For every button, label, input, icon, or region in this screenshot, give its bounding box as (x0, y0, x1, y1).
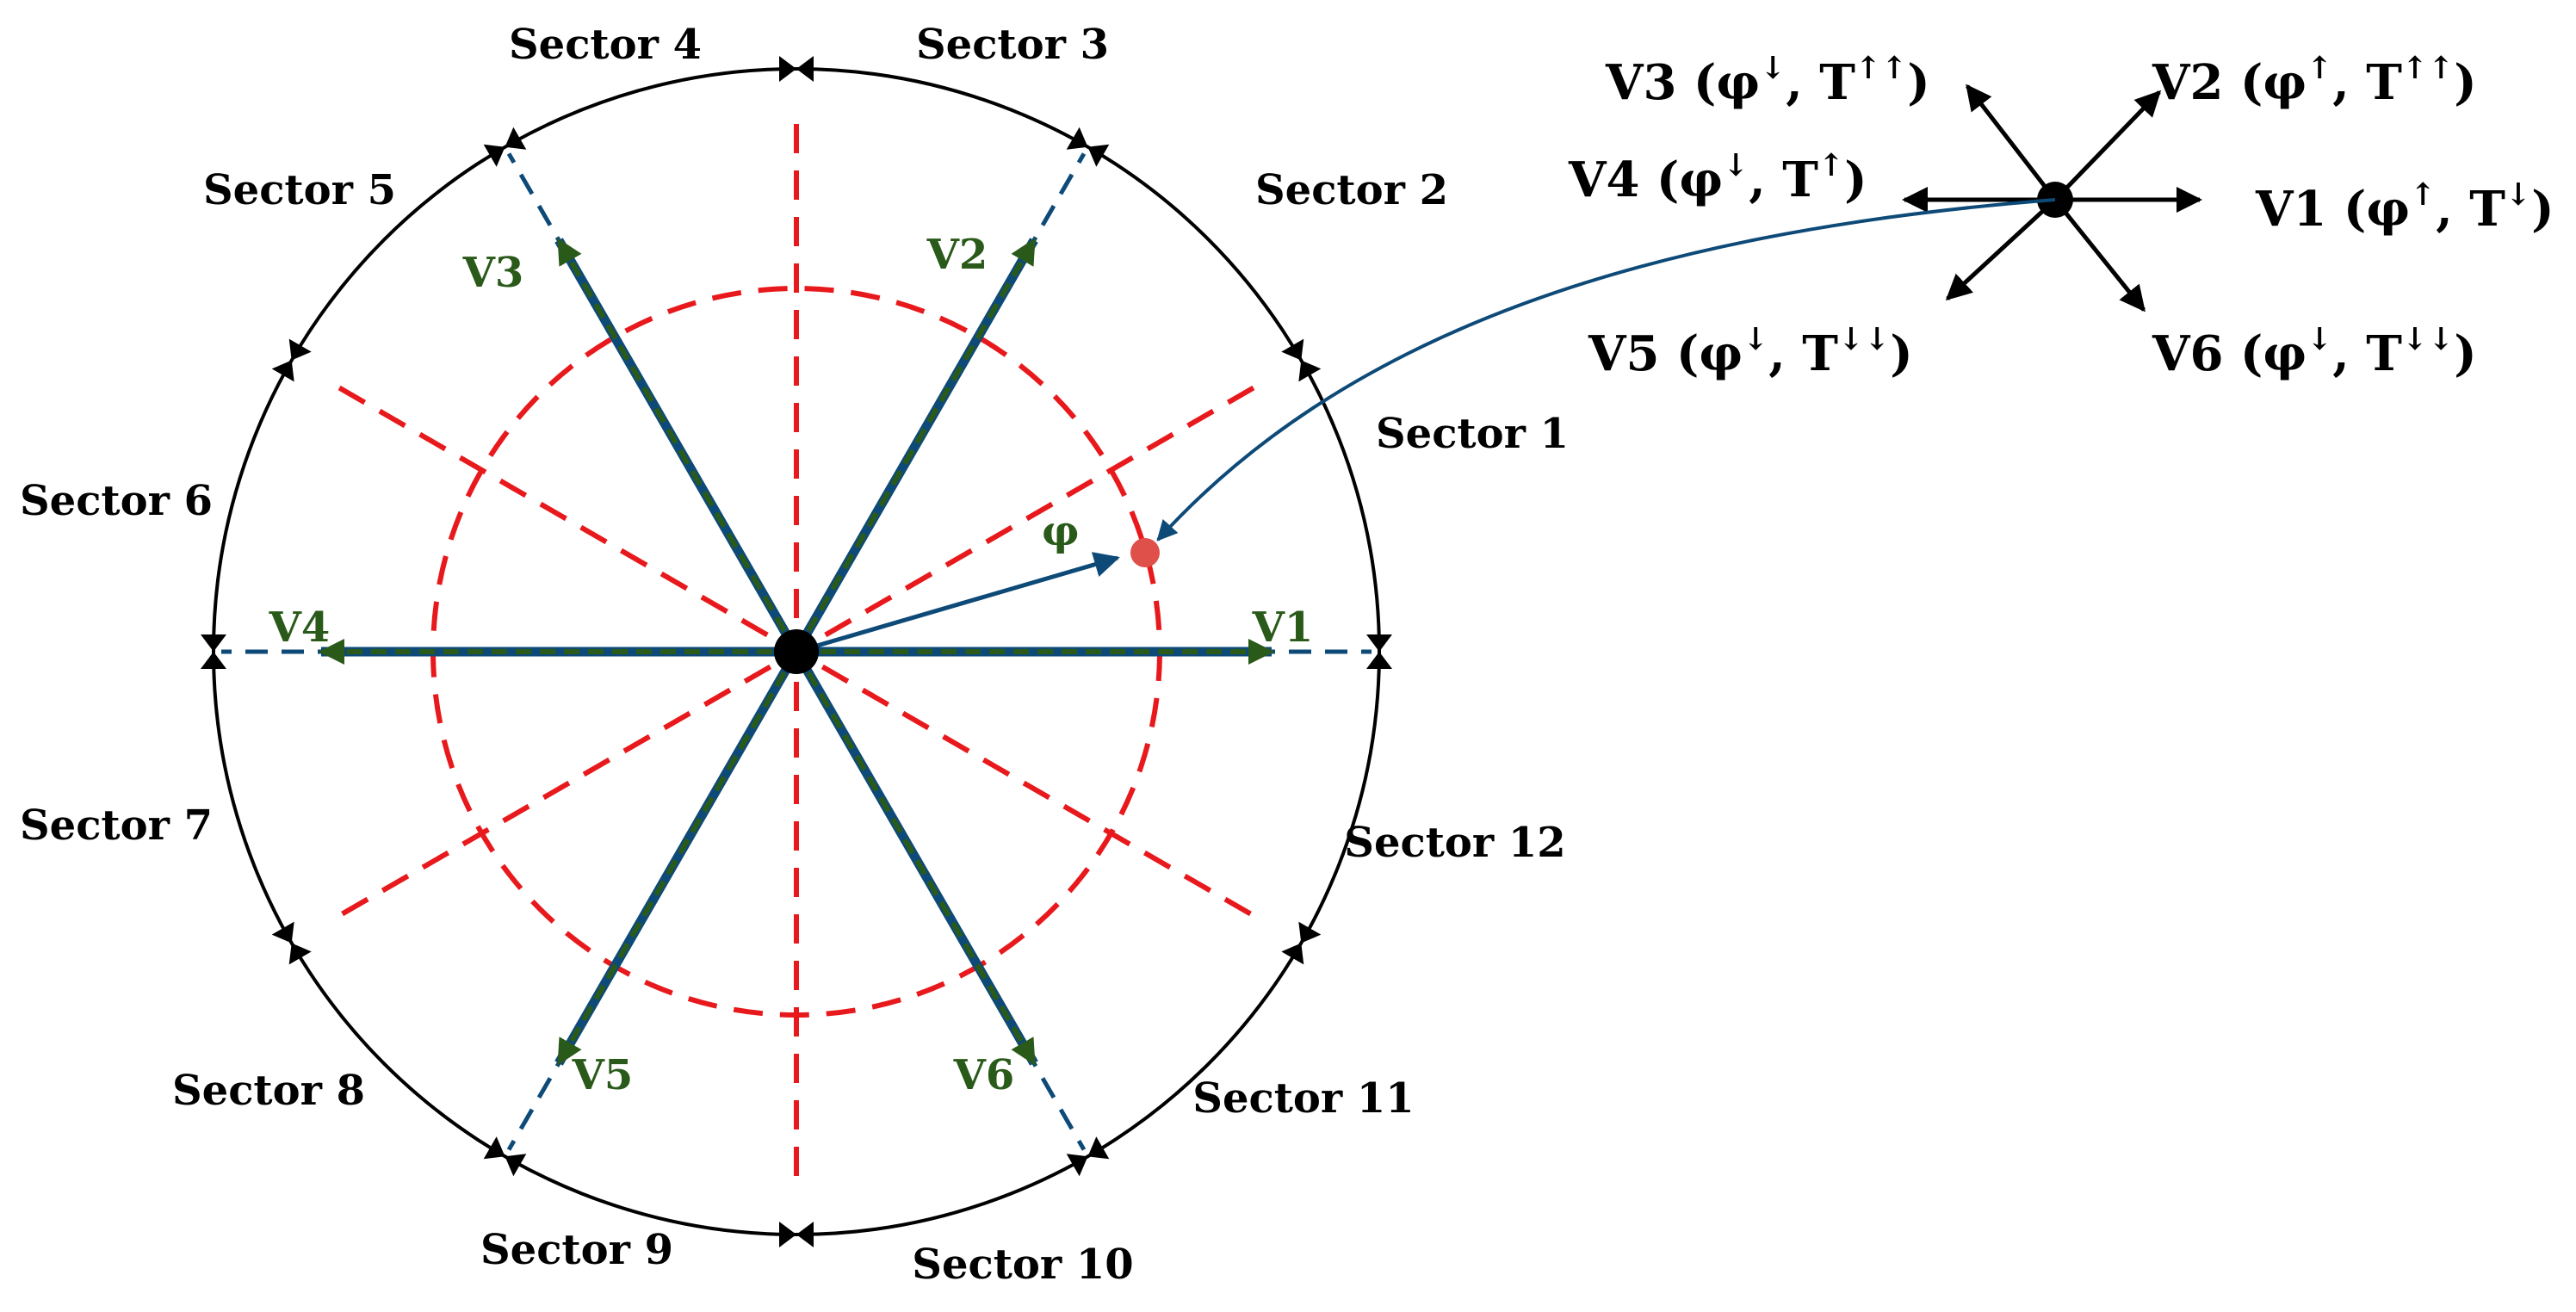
flux-label: φ (1042, 507, 1079, 555)
vector-marker-v2 (1066, 127, 1110, 167)
vector-arrow-v5 (554, 649, 801, 1066)
vector-label-v1: V1 (1252, 603, 1314, 652)
sector-label-7: Sector 7 (20, 801, 213, 850)
center-dot (774, 629, 819, 674)
vector-arrow-fill-v6 (794, 650, 1037, 1066)
legend-label-v3: V3 (φ↓, T↑↑) (1605, 50, 1930, 111)
sector-label-12: Sector 12 (1344, 819, 1565, 867)
vector-arrow-v6 (792, 649, 1038, 1066)
legend-label-v6: V6 (φ↓, T↓↓) (2152, 321, 2477, 382)
vector-arrow-fill-v3 (556, 238, 799, 653)
sector-label-5: Sector 5 (203, 166, 396, 214)
flux-vector-arrow (796, 552, 1120, 654)
legend-label-v2: V2 (φ↑, T↑↑) (2152, 50, 2477, 111)
legend-label-v4: V4 (φ↓, T↑) (1568, 147, 1867, 208)
voltage-vectors (319, 238, 1274, 1066)
vector-arrow-v2 (792, 238, 1038, 654)
vector-marker-v3 (483, 127, 527, 167)
boundary-marker (271, 921, 312, 965)
sector-label-8: Sector 8 (172, 1067, 365, 1115)
boundary-marker (271, 338, 312, 382)
vector-label-v4: V4 (269, 603, 331, 652)
boundary-marker (1281, 338, 1322, 382)
sector-label-3: Sector 3 (916, 21, 1109, 69)
sector-label-9: Sector 9 (480, 1226, 673, 1274)
boundary-marker (1281, 921, 1322, 965)
sector-label-6: Sector 6 (20, 477, 213, 525)
sector-label-11: Sector 11 (1192, 1074, 1414, 1123)
flux-point (1130, 538, 1160, 567)
vector-marker-v6 (1066, 1136, 1110, 1177)
sector-boundary-markers (271, 56, 1322, 1247)
boundary-marker (779, 1222, 814, 1247)
sector-label-10: Sector 10 (912, 1241, 1133, 1289)
sector-label-4: Sector 4 (509, 21, 702, 69)
vector-arrow-v3 (554, 238, 801, 654)
sector-label-2: Sector 2 (1255, 166, 1448, 214)
legend-label-v5: V5 (φ↓, T↓↓) (1588, 321, 1913, 382)
legend-labels: V1 (φ↑, T↓) V2 (φ↑, T↑↑) V3 (φ↓, T↑↑) V4 (φ… (1568, 50, 2554, 382)
vector-label-v3: V3 (462, 249, 524, 297)
legend-connector-arrow (1156, 198, 2056, 542)
sector-label-1: Sector 1 (1376, 410, 1569, 458)
vector-marker-v5 (483, 1136, 527, 1177)
vector-marker-v4 (201, 634, 226, 669)
vector-marker-v1 (1366, 634, 1392, 669)
vector-label-v5: V5 (572, 1051, 634, 1099)
vector-end-markers (201, 127, 1392, 1177)
vector-arrow-fill-v5 (556, 650, 799, 1066)
vector-label-v6: V6 (953, 1051, 1015, 1099)
legend-vector-star (1902, 84, 2202, 313)
boundary-marker (779, 56, 814, 82)
legend-label-v1: V1 (φ↑, T↓) (2255, 176, 2554, 238)
vector-arrow-fill-v2 (794, 238, 1037, 653)
sector-labels: Sector 1 Sector 2 Sector 3 Sector 4 Sector 5… (20, 21, 1569, 1289)
vector-label-v2: V2 (926, 231, 988, 279)
